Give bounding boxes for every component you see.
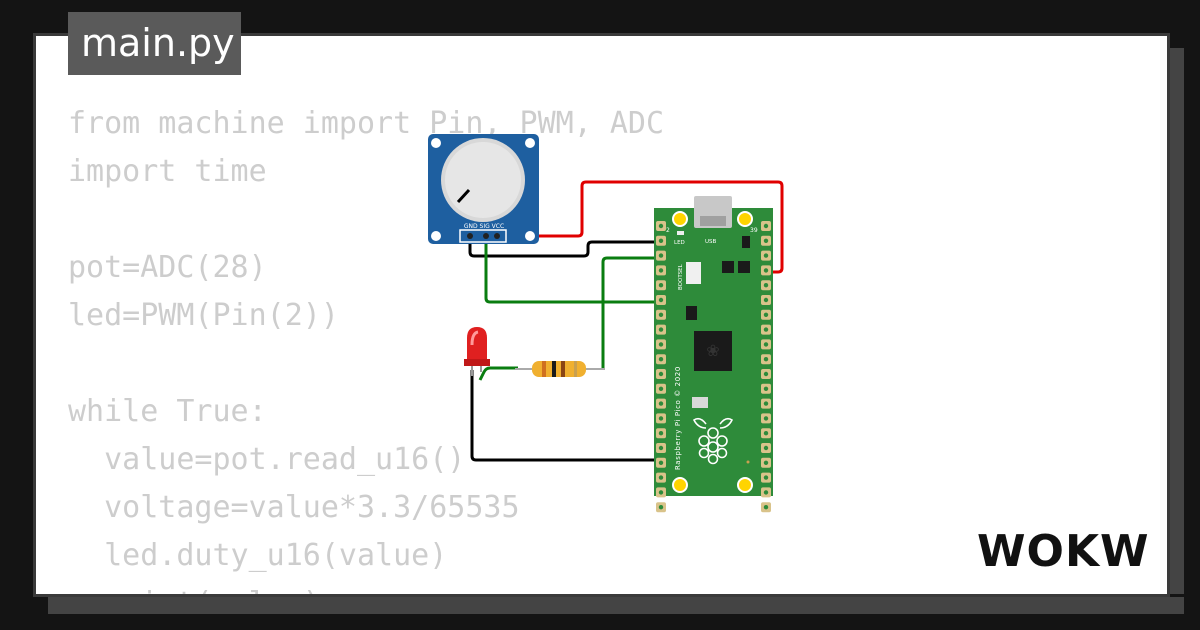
rp2040-chip [694, 331, 732, 371]
knob-indicator [456, 188, 471, 204]
header-pin-hole [658, 445, 664, 451]
mount-hole [672, 211, 688, 227]
header-pin-hole [658, 223, 664, 229]
raspberry-pi-logo-icon [692, 417, 734, 465]
header-pin-hole [658, 386, 664, 391]
led-red[interactable] [464, 327, 490, 376]
pin-marker-left: 2 [666, 227, 670, 234]
svg-text:❀: ❀ [706, 341, 719, 360]
code-line: pot=ADC(28) [68, 250, 267, 285]
code-line: voltage=value*3.3/65535 [68, 490, 520, 525]
resistor[interactable] [515, 361, 605, 377]
header-pin-hole [658, 416, 664, 421]
wokwi-logo: WOKWi [977, 526, 1150, 574]
usb-label: USB [705, 239, 717, 245]
header-pin-hole [658, 460, 664, 465]
header-pin-hole [763, 416, 769, 421]
header-pin-hole [658, 342, 664, 347]
header-pin-hole [658, 357, 664, 362]
pico-left-pins [656, 221, 666, 513]
header-pin-hole [658, 505, 664, 510]
filename-tab[interactable]: main.py [68, 12, 241, 75]
header-pin-hole [763, 223, 769, 229]
header-pin-hole [763, 401, 769, 406]
header-pin-hole [658, 475, 664, 480]
header-pin-hole [763, 460, 769, 465]
mount-hole [737, 477, 753, 493]
bootsel-button[interactable] [686, 262, 701, 284]
header-pin-hole [658, 238, 664, 243]
code-line: led=PWM(Pin(2)) [68, 298, 339, 333]
header-pin-hole [658, 312, 664, 317]
header-pin-hole [763, 268, 769, 273]
header-pin-hole [763, 238, 769, 243]
pot-pin-labels: GND SIG VCC [464, 223, 504, 230]
wire-vcc[interactable] [497, 180, 784, 274]
header-pin-hole [658, 268, 664, 273]
code-line: from machine import Pin, PWM, ADC [68, 106, 665, 141]
header-pin-hole [763, 283, 769, 288]
wire-gnd-pot[interactable] [468, 236, 664, 258]
header-pin-hole [763, 253, 769, 258]
mount-hole [737, 211, 753, 227]
wire-led-pwm[interactable] [601, 256, 664, 370]
potentiometer[interactable]: GND SIG VCC [428, 134, 539, 244]
code-line: value=pot.read_u16() [68, 442, 466, 477]
header-pin-hole [763, 327, 769, 332]
header-pin-hole [763, 475, 769, 480]
bootsel-label: BOOTSEL [678, 263, 684, 290]
board-label: Raspberry Pi Pico © 2020 [674, 366, 682, 470]
header-pin-hole [658, 371, 664, 377]
pico-right-pins [761, 221, 771, 513]
pin-marker-right: 39 [750, 227, 758, 234]
header-pin-hole [763, 342, 769, 347]
code-line: import time [68, 154, 267, 189]
wire-gnd-led[interactable] [470, 370, 664, 462]
pico-board[interactable]: 2 39 LED USB BOOTSEL ❀ Raspberry Pi Pico… [654, 196, 773, 513]
header-pin-hole [763, 357, 769, 362]
code-line: while True: [68, 394, 267, 429]
header-pin-hole [763, 312, 769, 317]
code-listing: from machine import Pin, PWM, ADC import … [68, 100, 664, 628]
wire-signal[interactable] [484, 236, 764, 304]
mount-hole [672, 477, 688, 493]
header-pin-hole [658, 283, 664, 288]
header-pin-hole [658, 490, 664, 495]
header-pin-hole [658, 327, 664, 332]
header-pin-hole [658, 431, 664, 436]
onboard-led [677, 231, 684, 235]
header-pin-hole [763, 490, 769, 495]
wire-led-resistor[interactable] [478, 366, 518, 381]
header-pin-hole [763, 505, 769, 510]
header-pin-hole [658, 253, 664, 258]
header-pin-hole [763, 445, 769, 451]
header-pin-hole [763, 297, 769, 303]
header-pin-hole [658, 401, 664, 406]
header-pin-hole [763, 371, 769, 377]
header-pin-hole [658, 297, 664, 303]
code-line: led.duty_u16(value) [68, 538, 448, 573]
led-label: LED [674, 240, 685, 246]
header-pin-hole [763, 431, 769, 436]
wokwi-logo-text: WOKWi [977, 526, 1150, 574]
header-pin-hole [763, 386, 769, 391]
